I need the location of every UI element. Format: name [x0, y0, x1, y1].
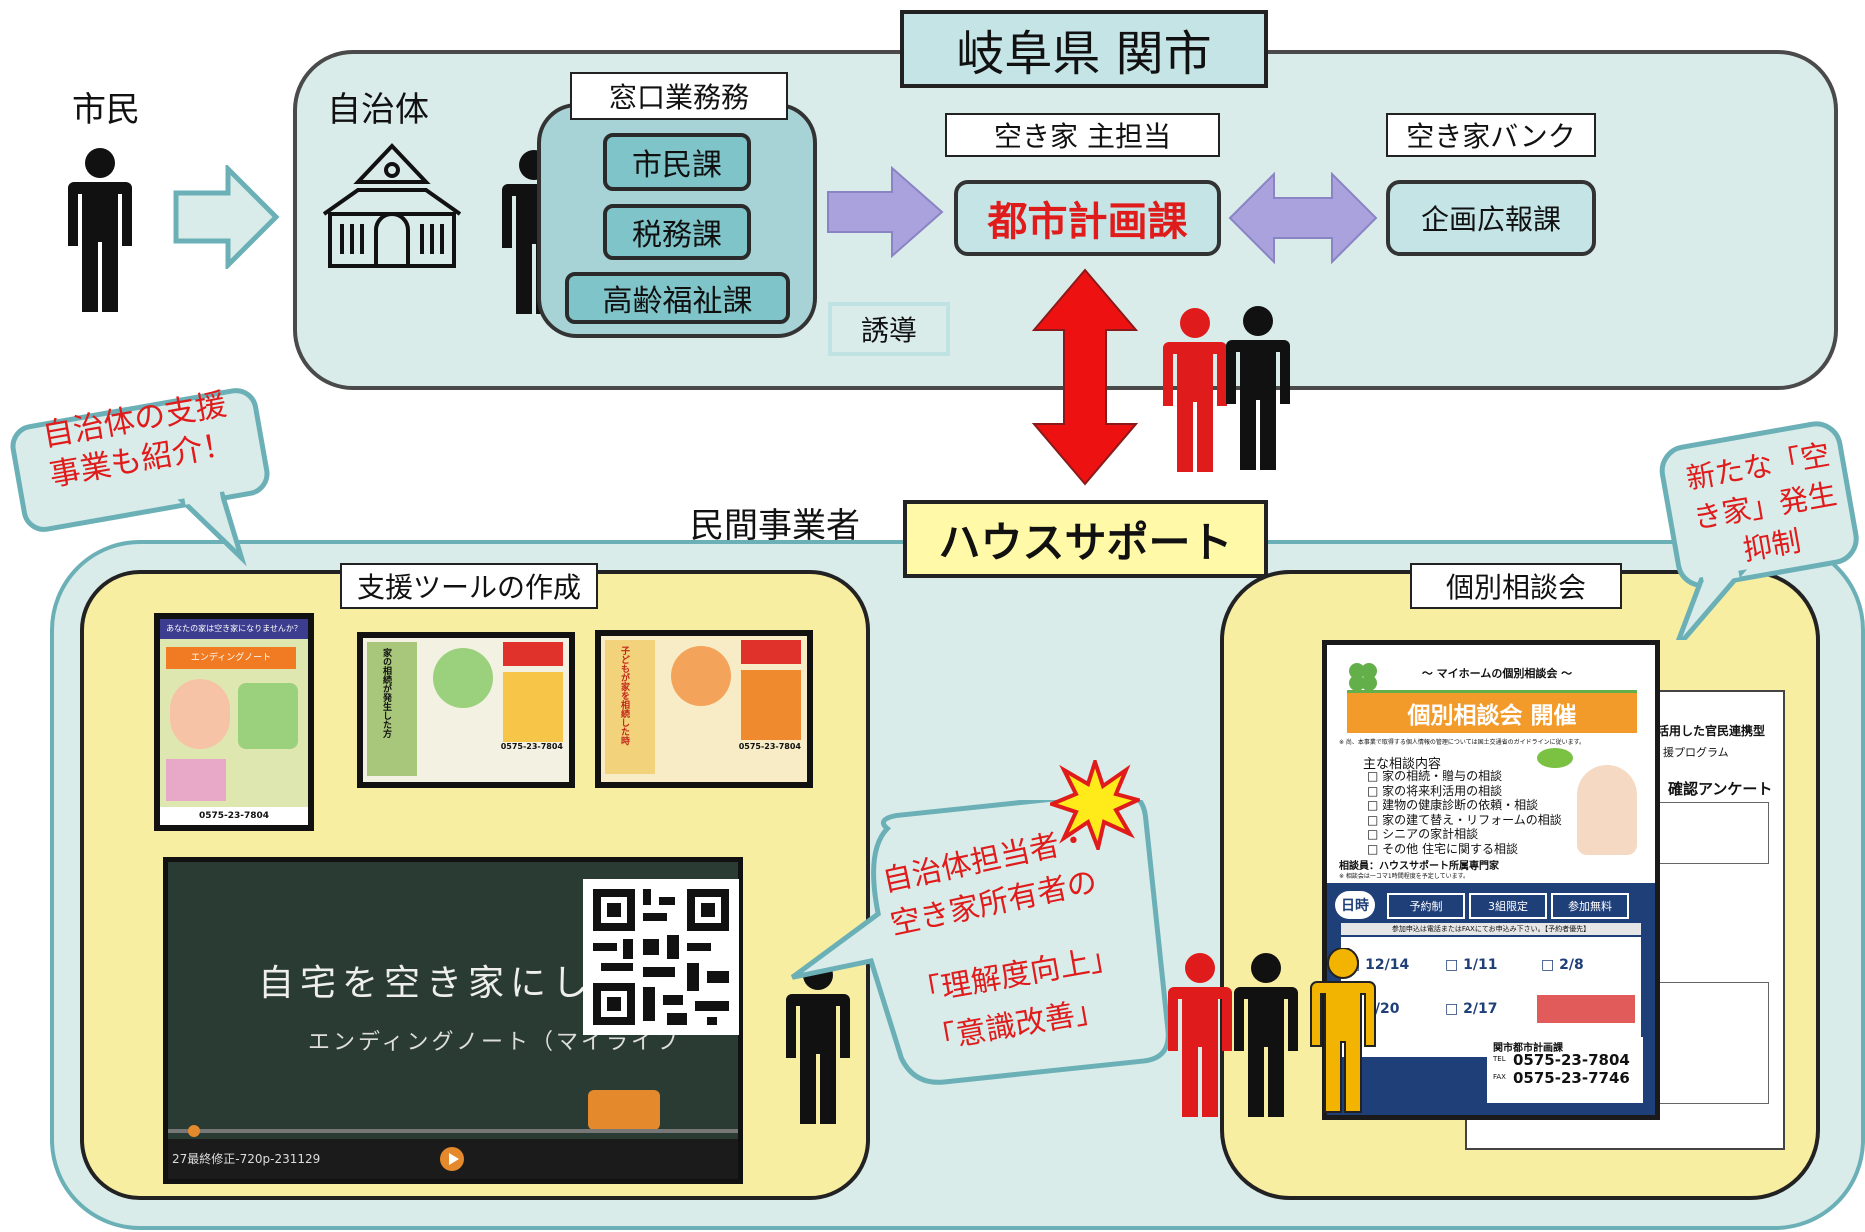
flyer-contact-box	[1487, 1037, 1643, 1103]
citizen-label: 市民	[72, 90, 140, 130]
flyer-consultant: 相談員：ハウスサポート所属専門家	[1339, 861, 1499, 872]
speech-bubble-center	[790, 800, 1170, 1085]
speech-bubble-left	[10, 388, 270, 567]
flyer-tel-label: TEL	[1493, 1055, 1506, 1063]
flyer-item: □ 家の相続・贈与の相談	[1367, 769, 1503, 783]
video-seek-bar[interactable]	[168, 1129, 738, 1133]
person-icon	[1168, 953, 1232, 1117]
dept-koureifukushi: 高齢福祉課	[565, 272, 790, 324]
survey-table	[1657, 982, 1769, 1104]
pamphlet-3-banner	[741, 640, 801, 664]
dept-zeimu: 税務課	[603, 204, 751, 260]
flyer-date: □ 2/17	[1445, 1001, 1498, 1017]
municipality-label: 自治体	[327, 90, 429, 130]
explosion-icon	[1050, 760, 1140, 850]
flyer-date: □ 1/11	[1445, 957, 1498, 973]
pamphlet-thumbnail-3: 子どもが家を相続した時 0575-23-7804	[595, 630, 813, 788]
vertical-double-arrow-icon	[1031, 268, 1139, 486]
flyer-item: □ その他 住宅に関する相談	[1367, 841, 1518, 856]
pamphlet-2-circle	[433, 648, 493, 708]
pamphlet-2-head: 家の相続が発生した方	[381, 648, 391, 738]
pamphlet-3-head: 子どもが家を相続した時	[619, 646, 629, 745]
city-hall-icon	[322, 143, 462, 268]
survey-line3: 」確認アンケート	[1653, 780, 1773, 798]
person-icon	[1226, 306, 1290, 470]
consultant-illustration	[1577, 765, 1637, 855]
flyer-item: □ シニアの家計相談	[1367, 827, 1479, 841]
pamphlet-1-box	[166, 759, 226, 801]
pamphlet-1-sub: エンディングノート	[166, 647, 296, 669]
eraser-decoration	[588, 1090, 660, 1130]
qr-code-icon	[583, 879, 739, 1035]
flyer-fax-label: FAX	[1493, 1073, 1506, 1081]
pamphlet-3-left	[605, 640, 655, 774]
survey-line2: 援プログラム	[1663, 746, 1729, 759]
person-icon	[1310, 948, 1376, 1113]
flyer-contents-title: 主な相談内容	[1363, 757, 1442, 772]
flyer-item: □ 家の将来利活用の相談	[1367, 783, 1503, 798]
pamphlet-2-foot: 0575-23-7804	[500, 742, 563, 751]
person-icon	[1234, 953, 1298, 1117]
leaf-icon	[1537, 748, 1573, 768]
survey-box	[1657, 802, 1769, 864]
flyer-note2: ※ 相談会は一コマ1時間程度を予定しています。	[1339, 873, 1469, 880]
person-icon	[1163, 308, 1227, 472]
consultation-flyer: ～ マイホームの個別相談会 ～ 個別相談会 開催 ※ 尚、本事業で取得する個人情…	[1322, 640, 1660, 1120]
flyer-date-label: 日時	[1335, 891, 1375, 919]
person-icon	[68, 148, 132, 312]
dept-kikakukouhou: 企画広報課	[1386, 180, 1596, 256]
flyer-date: □ 12/14	[1347, 957, 1410, 973]
flyer-badge: 3組限定	[1469, 893, 1547, 919]
dept-toshikeikaku: 都市計画課	[954, 180, 1221, 256]
individual-consult-label: 個別相談会	[1410, 563, 1622, 609]
flyer-items: □ 家の相続・贈与の相談 □ 家の将来利活用の相談 □ 建物の健康診断の依頼・相…	[1367, 769, 1562, 856]
flyer-note: ※ 尚、本事業で取得する個人情報の管理については国土交通省のガイドラインに従いま…	[1339, 739, 1586, 746]
flyer-item: □ 家の建て替え・リフォームの相談	[1367, 812, 1562, 827]
window-work-label: 窓口業務務	[570, 72, 788, 120]
arrow-right-icon	[173, 165, 280, 269]
flyer-tel: 0575-23-7804	[1513, 1051, 1630, 1069]
flyer-apply: 参加申込は電話またはFAXにてお申込み下さい。【予約者優先】	[1341, 923, 1641, 935]
flyer-date: □ 2/8	[1541, 957, 1584, 973]
flyer-section: 関市都市計画課	[1493, 1043, 1563, 1054]
flyer-item: □ 建物の健康診断の依頼・相談	[1367, 798, 1539, 812]
page-title: 岐阜県 関市	[900, 10, 1268, 88]
pamphlet-1-head: あなたの家は空き家になりませんか？	[160, 619, 308, 639]
speech-bubble-right	[1659, 421, 1859, 640]
pamphlet-thumbnail-1: あなたの家は空き家になりませんか？ エンディングノート 0575-23-7804	[154, 613, 314, 831]
flyer-fax: 0575-23-7746	[1513, 1069, 1630, 1087]
pamphlet-2-banner	[503, 642, 563, 666]
akiya-main-label: 空き家 主担当	[945, 113, 1220, 157]
pamphlet-1-illustration	[170, 679, 230, 749]
akiya-bank-label: 空き家バンク	[1386, 113, 1596, 157]
guidance-label: 誘導	[828, 302, 950, 356]
pamphlet-3-circle	[671, 646, 731, 706]
flyer-header: ～ マイホームの個別相談会 ～	[1421, 667, 1573, 680]
pamphlet-3-foot: 0575-23-7804	[738, 742, 801, 751]
flyer-title: 個別相談会 開催	[1347, 690, 1637, 733]
video-filename: 27最終修正-720p-231129	[172, 1152, 321, 1166]
house-support-label: ハウスサポート	[903, 500, 1268, 578]
video-seek-handle[interactable]	[188, 1125, 200, 1137]
play-icon	[449, 1153, 459, 1165]
dept-shimin: 市民課	[603, 133, 751, 191]
survey-line1: 活用した官民連携型	[1657, 724, 1766, 738]
pamphlet-1-panel	[238, 683, 298, 749]
flyer-badge: 参加無料	[1551, 893, 1629, 919]
pamphlet-thumbnail-2: 家の相続が発生した方 0575-23-7804	[357, 632, 575, 788]
arrow-right-icon	[827, 166, 944, 258]
pamphlet-1-foot: 0575-23-7804	[160, 807, 308, 825]
flyer-alert-box	[1537, 995, 1635, 1023]
double-arrow-icon	[1228, 171, 1378, 265]
pamphlet-2-left	[367, 642, 417, 776]
right-bubble-text: 新たな「空き家」発生抑制	[1683, 437, 1840, 568]
flyer-badge: 予約制	[1387, 893, 1465, 919]
pamphlet-3-box	[741, 670, 801, 740]
support-tools-label: 支援ツールの作成	[340, 563, 598, 609]
clover-icon	[1349, 663, 1377, 691]
private-business-label: 民間事業者	[690, 506, 860, 546]
pamphlet-2-box	[503, 672, 563, 742]
